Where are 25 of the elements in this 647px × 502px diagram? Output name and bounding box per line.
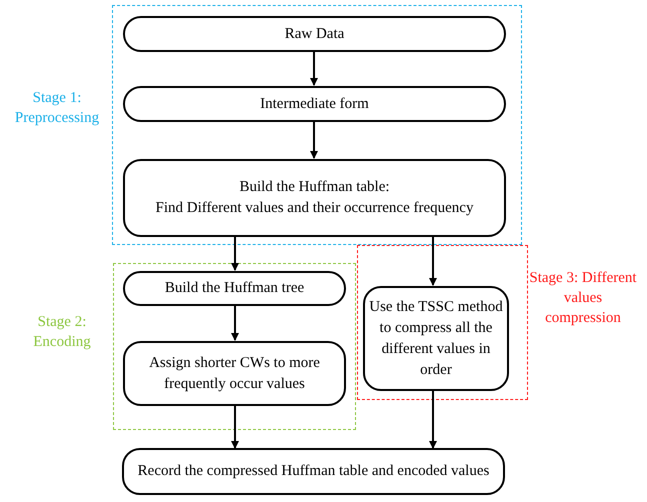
process-box bbox=[123, 271, 346, 306]
process-box bbox=[123, 86, 506, 122]
process-box bbox=[363, 286, 509, 391]
arrow bbox=[429, 236, 437, 286]
process-text: Build the Huffman table: bbox=[239, 178, 390, 197]
process-text: Find Different values and their occurrence frequency bbox=[156, 199, 474, 218]
process-text: Raw Data bbox=[284, 24, 344, 44]
process-text: Use the TSSC method to compress all the different values in order bbox=[369, 298, 503, 380]
arrow bbox=[310, 51, 318, 86]
process-text: Build the Huffman tree bbox=[164, 279, 304, 298]
process-text: Intermediate form bbox=[260, 94, 369, 114]
arrow bbox=[231, 405, 239, 449]
arrow bbox=[231, 305, 239, 341]
arrow bbox=[429, 390, 437, 449]
process-box bbox=[123, 341, 346, 406]
stage-label: Stage 1: Preprocessing bbox=[14, 89, 100, 128]
stage-label: Stage 2: Encoding bbox=[32, 313, 92, 352]
arrow bbox=[231, 236, 239, 271]
stage-label: Stage 3: Different values compression bbox=[528, 269, 638, 328]
process-text: Assign shorter CWs to more frequently occur values bbox=[148, 354, 321, 394]
process-box bbox=[122, 448, 505, 495]
arrow bbox=[310, 121, 318, 159]
process-text: Record the compressed Huffman table and encoded values bbox=[138, 462, 490, 481]
process-box bbox=[123, 16, 506, 52]
process-box bbox=[123, 159, 506, 237]
